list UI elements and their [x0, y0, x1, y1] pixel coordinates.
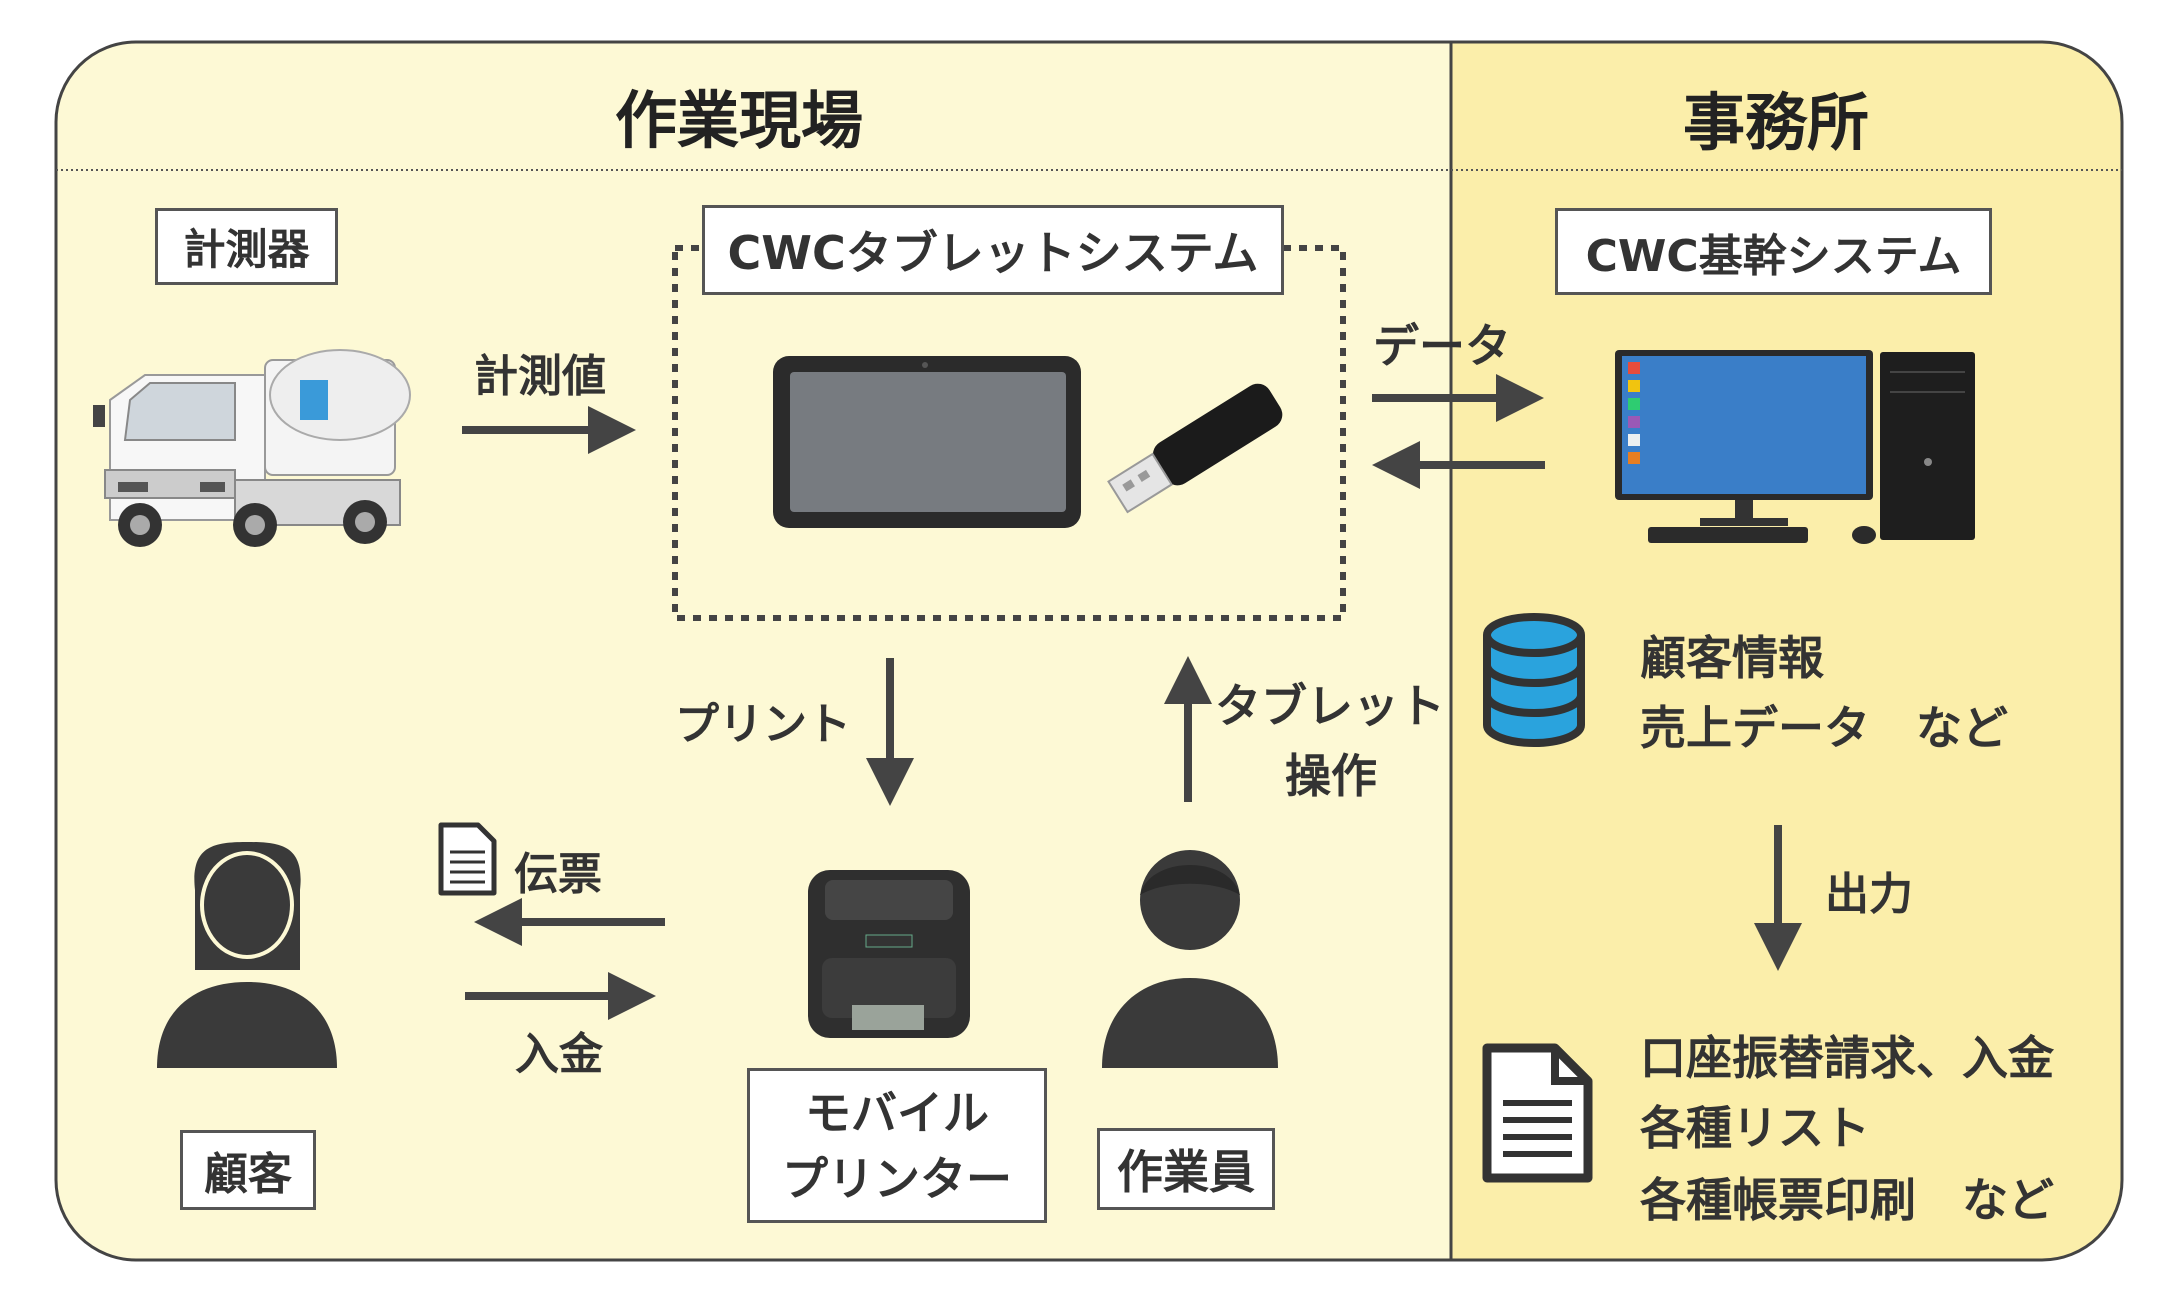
tablet-system-label: CWCタブレットシステム: [702, 205, 1284, 295]
db-info-line2: 売上データ など: [1640, 701, 2008, 755]
outer-frame: [54, 40, 2124, 1262]
doc-line3: 各種帳票印刷 など: [1640, 1173, 2054, 1227]
vacuum-truck-image: [93, 349, 411, 547]
mobile-printer-label-line2: プリンター: [782, 1151, 1012, 1206]
data-label: データ: [1373, 319, 1511, 373]
worker-icon: [1102, 846, 1278, 1068]
site-title: 作業現場: [615, 84, 864, 157]
mobile-printer-label-line1: モバイル: [805, 1085, 989, 1140]
core-system-label: CWC基幹システム: [1555, 208, 1992, 295]
db-info-line1: 顧客情報: [1640, 631, 1824, 685]
worker-label: 作業員: [1097, 1128, 1275, 1210]
customer-label: 顧客: [180, 1130, 316, 1210]
office-title: 事務所: [1683, 86, 1870, 159]
tablet-system-frame: [672, 245, 1346, 621]
mobile-printer-label: モバイル プリンター: [747, 1068, 1047, 1223]
tablet-image: [773, 356, 1081, 528]
mobile-printer-image: [808, 870, 970, 1038]
measuring-device-label: 計測器: [155, 208, 338, 285]
desktop-pc-image: [1615, 350, 1975, 544]
usb-drive-image: [1107, 383, 1283, 514]
slip-label: 伝票: [514, 849, 602, 900]
tablet-op-label-line1: タブレット: [1215, 679, 1445, 733]
output-label: 出力: [1825, 869, 1913, 920]
document-icon: [1482, 1043, 1593, 1183]
database-icon: [1483, 613, 1585, 747]
customer-icon: [157, 842, 337, 1068]
print-label: プリント: [675, 699, 851, 750]
payment-label: 入金: [515, 1029, 603, 1080]
measured-value-label: 計測値: [474, 351, 606, 402]
tablet-op-label-line2: 操作: [1285, 749, 1377, 803]
doc-line2: 各種リスト: [1640, 1101, 1870, 1155]
slip-document-icon: [438, 822, 497, 896]
doc-line1: 口座振替請求、入金: [1640, 1031, 2054, 1085]
